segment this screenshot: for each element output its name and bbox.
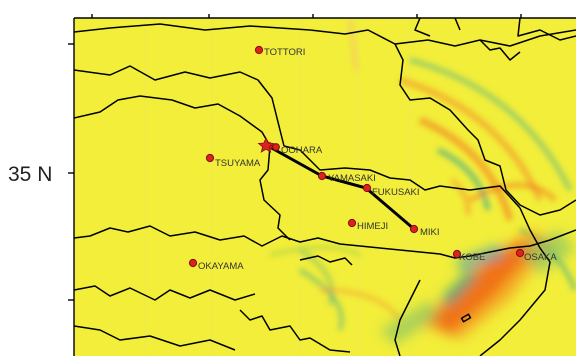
- city-yamasaki: YAMASAKI: [317, 171, 376, 184]
- city-okayama: OKAYAMA: [188, 258, 244, 272]
- city-label-okayama: OKAYAMA: [198, 261, 244, 272]
- city-markers: TOTTORI OOHARA TSUYAMA YAMASAKI FUKUSAKI…: [188, 45, 557, 272]
- city-himeji: HIMEJI: [347, 218, 388, 232]
- city-label-oohara: OOHARA: [281, 145, 323, 156]
- city-miki: MIKI: [409, 224, 440, 238]
- city-label-kobe: KOBE: [459, 252, 485, 263]
- map-field: [74, 18, 576, 356]
- city-tsuyama: TSUYAMA: [205, 153, 261, 169]
- city-label-himeji: HIMEJI: [357, 221, 388, 232]
- map-frame: [68, 14, 576, 356]
- latitude-label: 35 N: [8, 163, 52, 186]
- city-label-fukusaki: FUKUSAKI: [372, 187, 420, 198]
- fault-line: [267, 144, 415, 231]
- intensity-hotspot: [380, 230, 575, 345]
- city-kobe: KOBE: [452, 249, 485, 263]
- boundary-lines: [74, 18, 576, 356]
- city-tottori: TOTTORI: [254, 45, 305, 58]
- city-osaka: OSAKA: [515, 248, 557, 263]
- city-fukusaki: FUKUSAKI: [362, 183, 420, 198]
- city-label-tsuyama: TSUYAMA: [215, 158, 261, 169]
- city-label-osaka: OSAKA: [524, 252, 557, 263]
- city-label-miki: MIKI: [420, 227, 440, 238]
- red-star-icon: [257, 137, 275, 153]
- city-label-yamasaki: YAMASAKI: [328, 173, 376, 184]
- city-label-tottori: TOTTORI: [264, 47, 305, 58]
- wave-arcs: [269, 19, 576, 331]
